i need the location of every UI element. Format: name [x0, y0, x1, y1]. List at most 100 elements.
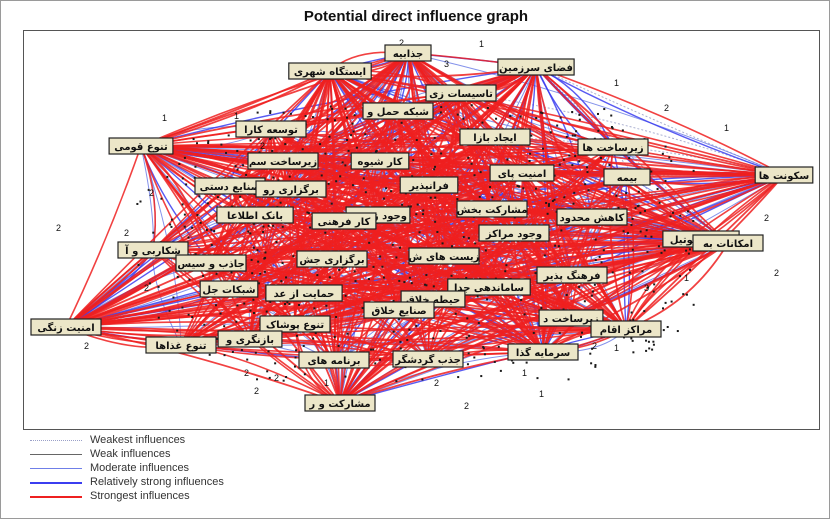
graph-node[interactable]: تنوع قومی [108, 137, 174, 155]
influence-edge [140, 145, 434, 300]
graph-node[interactable]: ایجاد بازا [459, 128, 531, 146]
graph-node[interactable]: زیرساخت ها [577, 138, 649, 156]
graph-node[interactable]: شکاربی و آ [117, 241, 189, 259]
edge-weight-label: 2 [664, 103, 669, 113]
arrowhead-mark [256, 378, 259, 381]
arrowhead-mark [350, 134, 353, 137]
arrowhead-mark [456, 198, 459, 201]
influence-edge [521, 172, 545, 353]
graph-node[interactable]: فضای سرزمین [497, 58, 575, 76]
graph-node[interactable]: شبکه حمل و [362, 102, 434, 120]
arrowhead-mark [643, 310, 646, 313]
graph-node[interactable]: تنوع غذاها [145, 336, 217, 354]
graph-node[interactable]: ایستگاه شهری [288, 62, 372, 80]
arrowhead-mark [602, 249, 605, 252]
arrowhead-mark [362, 177, 365, 180]
graph-node[interactable]: برگزاری جش [296, 250, 368, 268]
graph-node[interactable]: کار شیوه [350, 152, 410, 170]
legend-swatch-moderate [30, 468, 82, 469]
arrowhead-mark [653, 283, 656, 286]
edge-weight-label: 1 [234, 111, 239, 121]
graph-node[interactable]: کار فرهنی [311, 212, 377, 230]
graph-node[interactable]: جذابیه [384, 44, 432, 62]
graph-node[interactable]: شبکات جل [199, 280, 259, 298]
arrowhead-mark [206, 202, 209, 205]
arrowhead-mark [295, 334, 298, 337]
graph-node[interactable]: وجود مراکز [478, 224, 550, 242]
graph-node[interactable]: زیرساخت د [538, 309, 604, 327]
graph-node[interactable]: امنیت زنگی [30, 318, 102, 336]
graph-node[interactable]: حمایت از عد [265, 284, 343, 302]
arrowhead-mark [210, 243, 213, 246]
arrowhead-mark [685, 249, 688, 252]
graph-node[interactable]: برنامه های [298, 351, 370, 369]
influence-edge [249, 338, 544, 353]
arrowhead-mark [625, 192, 628, 195]
arrowhead-mark [249, 232, 252, 235]
node-label: سکونت ها [759, 171, 810, 182]
node-label: وجود زیرس [349, 211, 407, 222]
graph-node[interactable]: سرمایه گذا [507, 343, 579, 361]
arrowhead-mark [436, 230, 439, 233]
graph-node[interactable]: بازنگری و [217, 330, 283, 348]
arrowhead-mark [572, 202, 575, 205]
graph-node[interactable]: توسعه کارا [235, 120, 307, 138]
graph-node[interactable]: جذب گردشگر [392, 350, 464, 368]
graph-node[interactable]: کاهش محدود [556, 208, 628, 226]
graph-node[interactable]: امنیت پای [489, 164, 555, 182]
graph-node[interactable]: تاسیسات زی [425, 84, 497, 102]
graph-node[interactable]: جاذب و سیس [175, 254, 247, 272]
arrowhead-mark [374, 362, 377, 365]
arrowhead-mark [549, 131, 552, 134]
arrowhead-mark [587, 189, 590, 192]
arrowhead-mark [267, 224, 270, 227]
graph-node[interactable]: بیمه [603, 168, 651, 186]
graph-node[interactable]: زیرساخت سم [247, 152, 319, 170]
arrowhead-mark [600, 261, 603, 264]
graph-node[interactable]: فرهنگ پذیر [536, 266, 608, 284]
arrowhead-mark [574, 134, 577, 137]
arrowhead-mark [272, 224, 275, 227]
influence-edge [339, 232, 515, 404]
arrowhead-mark [639, 211, 642, 214]
arrowhead-mark [483, 353, 486, 356]
arrowhead-mark [682, 293, 685, 296]
arrowhead-mark [482, 346, 485, 349]
arrowhead-mark [169, 223, 172, 226]
node-label: فرانپذیر [408, 181, 449, 192]
graph-node[interactable]: امکانات به [692, 234, 764, 252]
arrowhead-mark [611, 127, 614, 130]
arrowhead-mark [686, 210, 689, 213]
graph-node[interactable]: صنایع دستی [194, 177, 266, 195]
graph-node[interactable]: ساماندهی جدا [447, 278, 531, 296]
arrowhead-mark [622, 230, 625, 233]
arrowhead-mark [610, 114, 613, 117]
arrowhead-mark [247, 230, 250, 233]
arrowhead-mark [312, 337, 315, 340]
arrowhead-mark [231, 350, 234, 353]
graph-node[interactable]: مشارکت و ر [304, 394, 376, 412]
arrowhead-mark [451, 245, 454, 248]
arrowhead-mark [545, 201, 548, 204]
arrowhead-mark [523, 313, 526, 316]
graph-node[interactable]: صنایع خلاق [363, 301, 435, 319]
graph-node[interactable]: سکونت ها [754, 166, 814, 184]
node-box [108, 137, 174, 155]
arrowhead-mark [252, 246, 255, 249]
arrowhead-mark [657, 245, 660, 248]
edge-weight-label: 2 [254, 386, 259, 396]
graph-node[interactable]: مراکز اقام [590, 320, 662, 338]
arrowhead-mark [562, 158, 565, 161]
arrowhead-mark [335, 316, 338, 319]
arrowhead-mark [397, 317, 400, 320]
graph-node[interactable]: زیست های ش [408, 247, 480, 265]
arrowhead-mark [239, 195, 242, 198]
arrowhead-mark [292, 255, 295, 258]
graph-node[interactable]: بانک اطلاعا [216, 206, 294, 224]
node-label: برنامه های [307, 356, 360, 367]
graph-node[interactable]: مشارکت بخش [456, 200, 528, 218]
graph-node[interactable]: فرانپذیر [399, 176, 459, 194]
graph-node[interactable]: برگزاری رو [255, 180, 327, 198]
graph-node[interactable]: تنوع پوشاک [259, 315, 331, 333]
